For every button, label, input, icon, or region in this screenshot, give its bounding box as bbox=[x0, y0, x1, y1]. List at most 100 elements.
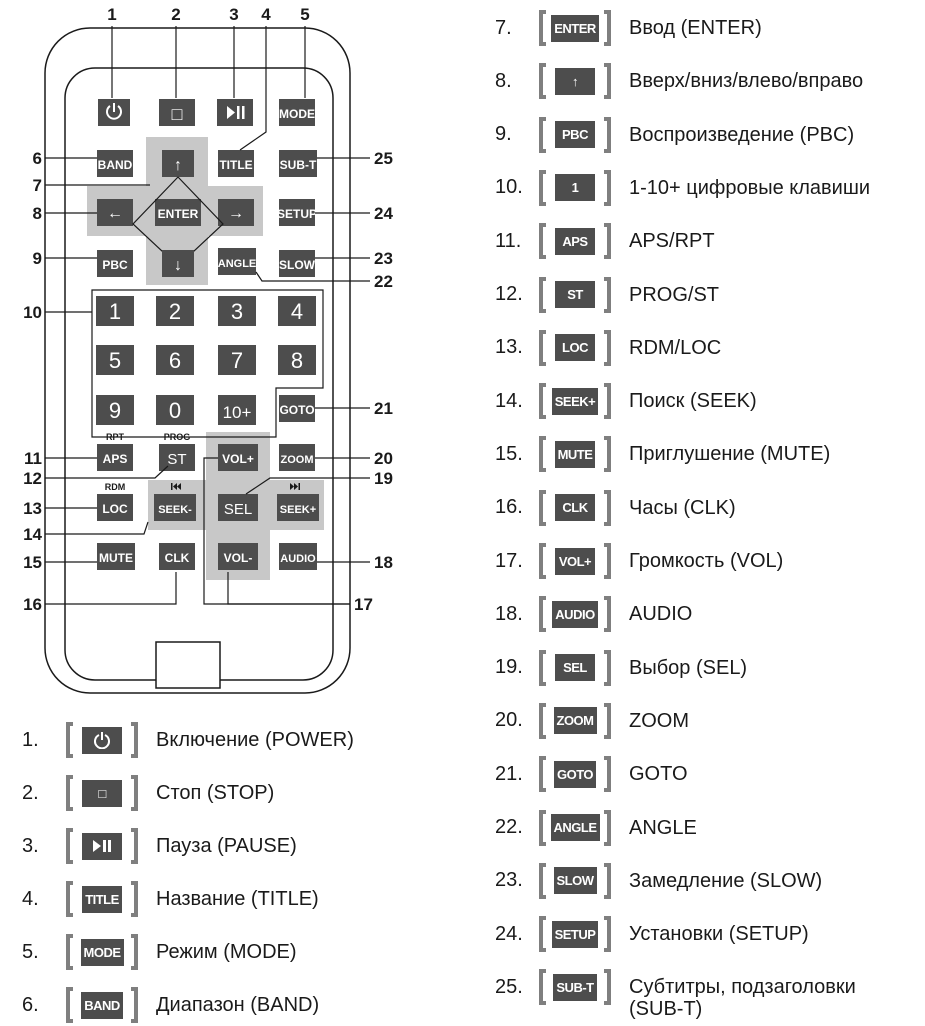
band-button[interactable] bbox=[97, 150, 133, 177]
legend-key-play-pause bbox=[82, 832, 122, 860]
bracket-tick bbox=[604, 95, 611, 100]
legend-key: VOL+ bbox=[555, 547, 595, 575]
bracket-tick bbox=[539, 916, 546, 921]
bracket-tick bbox=[66, 966, 73, 970]
callout-number: 2 bbox=[171, 5, 180, 24]
digit-key-1[interactable] bbox=[96, 296, 134, 326]
clk-button[interactable] bbox=[159, 543, 195, 570]
bracket-tick bbox=[539, 201, 546, 206]
digit-key-2[interactable] bbox=[156, 296, 194, 326]
legend-description: Режим (MODE) bbox=[156, 941, 297, 963]
aps-button[interactable] bbox=[97, 444, 133, 471]
bracket-tick bbox=[66, 828, 73, 832]
bracket-tick bbox=[539, 223, 546, 228]
digit-key-label: 7 bbox=[231, 348, 243, 373]
seek-minus-button[interactable] bbox=[154, 494, 196, 521]
callout-number: 25 bbox=[374, 149, 393, 168]
digit-key-6[interactable] bbox=[156, 345, 194, 375]
digit-key-8[interactable] bbox=[278, 345, 316, 375]
up-button[interactable] bbox=[162, 150, 194, 177]
digit-key-11[interactable] bbox=[218, 395, 256, 425]
bracket-tick bbox=[131, 934, 138, 938]
slow-button[interactable] bbox=[279, 250, 315, 277]
bracket-tick bbox=[604, 969, 611, 974]
bracket-tick bbox=[66, 987, 73, 991]
title-button[interactable] bbox=[218, 150, 254, 177]
bracket-tick bbox=[539, 169, 546, 174]
legend-key: ST bbox=[555, 281, 595, 308]
callout-number: 15 bbox=[23, 553, 42, 572]
legend-number: 3. bbox=[22, 834, 39, 857]
legend-number: 13. bbox=[495, 336, 523, 359]
vol-minus-button[interactable] bbox=[218, 543, 258, 570]
play-pause-icon bbox=[93, 840, 111, 852]
digit-key-9[interactable] bbox=[96, 395, 134, 425]
legend-description: Ввод (ENTER) bbox=[629, 17, 762, 39]
bracket-tick bbox=[604, 148, 611, 153]
angle-button[interactable] bbox=[218, 248, 256, 275]
legend-key-bracket bbox=[66, 722, 138, 758]
digit-key-label: 5 bbox=[109, 348, 121, 373]
seek-plus-button[interactable] bbox=[277, 494, 319, 521]
legend-key: ENTER bbox=[551, 14, 599, 42]
legend-number: 8. bbox=[495, 69, 512, 92]
bracket-tick bbox=[539, 489, 546, 494]
enter-button[interactable] bbox=[155, 199, 201, 226]
goto-label: GOTO bbox=[279, 403, 314, 417]
digit-key-5[interactable] bbox=[96, 345, 134, 375]
bracket-tick bbox=[539, 276, 546, 281]
bracket-tick bbox=[604, 436, 611, 441]
mode-button[interactable] bbox=[279, 99, 315, 126]
seek-plus-label: SEEK+ bbox=[280, 504, 316, 516]
digit-key-10[interactable] bbox=[156, 395, 194, 425]
digit-key-label: 9 bbox=[109, 398, 121, 423]
legend-description: 1-10+ цифровые клавиши bbox=[629, 176, 871, 199]
bracket-tick bbox=[539, 969, 546, 974]
legend-key: BAND bbox=[81, 991, 123, 1019]
bracket-tick bbox=[604, 702, 611, 707]
legend-key: MODE bbox=[80, 938, 124, 966]
stop-button[interactable] bbox=[159, 99, 195, 126]
bracket-tick bbox=[539, 148, 546, 153]
legend-key: SEEK+ bbox=[551, 387, 599, 415]
zoom-button[interactable] bbox=[279, 444, 315, 471]
callout-number: 24 bbox=[374, 204, 393, 223]
callout-number: 1 bbox=[107, 5, 116, 24]
digit-key-3[interactable] bbox=[218, 296, 256, 326]
vol-plus-button[interactable] bbox=[218, 444, 258, 471]
goto-button[interactable] bbox=[279, 395, 315, 422]
pbc-button[interactable] bbox=[97, 250, 133, 277]
power-icon bbox=[94, 732, 110, 749]
legend-key: GOTO bbox=[553, 760, 597, 788]
mute-button[interactable] bbox=[97, 543, 135, 570]
bracket-tick bbox=[131, 966, 138, 970]
setup-button[interactable] bbox=[279, 199, 315, 226]
digit-key-4[interactable] bbox=[278, 296, 316, 326]
callout-number: 13 bbox=[23, 499, 42, 518]
subt-label: SUB-T bbox=[280, 158, 317, 172]
legend-key-bracket: ST bbox=[539, 276, 611, 313]
sel-button[interactable] bbox=[218, 494, 258, 521]
subt-button[interactable] bbox=[279, 150, 317, 177]
legend-key-bracket: SEL bbox=[539, 649, 611, 686]
bracket-tick bbox=[539, 361, 546, 366]
power-icon bbox=[106, 103, 122, 120]
left-button[interactable] bbox=[97, 199, 133, 226]
right-button[interactable] bbox=[218, 199, 254, 226]
digit-key-7[interactable] bbox=[218, 345, 256, 375]
band-label: BAND bbox=[98, 158, 133, 172]
audio-button[interactable] bbox=[279, 543, 317, 570]
bracket-tick bbox=[539, 415, 546, 420]
legend-key: AUDIO bbox=[552, 600, 598, 628]
loc-button[interactable] bbox=[97, 494, 133, 521]
vol-plus-label: VOL+ bbox=[222, 452, 254, 466]
legend-key-power bbox=[82, 726, 122, 754]
bracket-tick bbox=[66, 807, 73, 811]
st-button[interactable] bbox=[159, 444, 195, 471]
down-button[interactable] bbox=[162, 250, 194, 277]
right-arrow-icon: → bbox=[228, 205, 244, 222]
